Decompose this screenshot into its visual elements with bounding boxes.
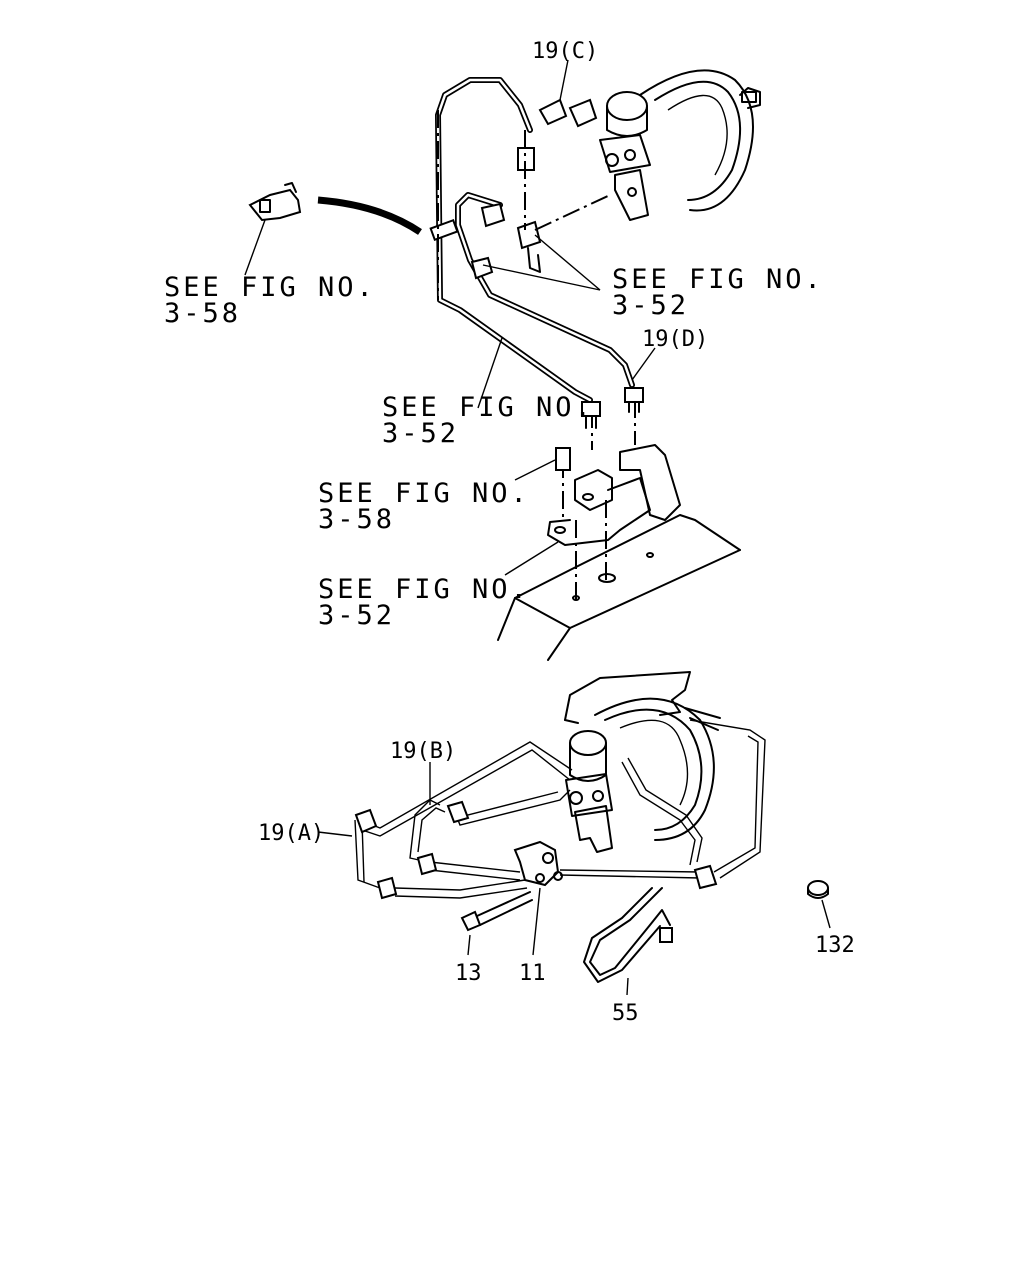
frame-rail <box>497 514 741 661</box>
hose-55 <box>583 887 673 983</box>
ref-label-3-52-mid-line2: 3-52 <box>382 418 459 449</box>
ref-label-3-58-top-line2: 3-58 <box>164 298 241 329</box>
bottom-brake-booster <box>594 697 721 841</box>
top-dashed-guides <box>437 110 636 600</box>
lower-bracket <box>547 387 681 546</box>
part-label-19d: 19(D) <box>642 327 708 352</box>
bottom-dash-panel <box>564 671 691 724</box>
part-label-19c: 19(C) <box>532 39 598 64</box>
top-leader-lines <box>244 59 656 576</box>
top-connector-3-58 <box>248 182 422 235</box>
part-label-11: 11 <box>519 961 546 986</box>
ref-label-3-58-top-line1: SEE FIG NO. <box>164 272 376 303</box>
part-label-19a: 19(A) <box>258 821 324 846</box>
ref-label-3-52-top-line2: 3-52 <box>612 290 689 321</box>
part-label-55: 55 <box>612 1001 639 1026</box>
top-master-cylinder <box>599 91 651 221</box>
part-label-19b: 19(B) <box>390 739 456 764</box>
ref-label-3-58-mid-line2: 3-58 <box>318 504 395 535</box>
bottom-leader-lines <box>317 762 831 996</box>
bottom-master-cylinder <box>565 730 613 853</box>
top-brake-booster <box>639 69 761 212</box>
part-label-132: 132 <box>815 933 855 958</box>
ref-label-3-52-mid-line1: SEE FIG NO. <box>382 392 594 423</box>
bolt-13 <box>460 891 533 932</box>
top-fittings <box>470 98 598 280</box>
ref-label-3-52-low-line2: 3-52 <box>318 600 395 631</box>
part-label-13: 13 <box>455 961 482 986</box>
ref-label-3-58-mid-line1: SEE FIG NO. <box>318 478 530 509</box>
cap-132 <box>807 880 829 899</box>
top-pipe-loop <box>429 77 635 403</box>
bottom-fittings <box>354 800 718 900</box>
ref-label-3-52-low-line1: SEE FIG NO. <box>318 574 530 605</box>
ref-label-3-52-top-line1: SEE FIG NO. <box>612 264 824 295</box>
